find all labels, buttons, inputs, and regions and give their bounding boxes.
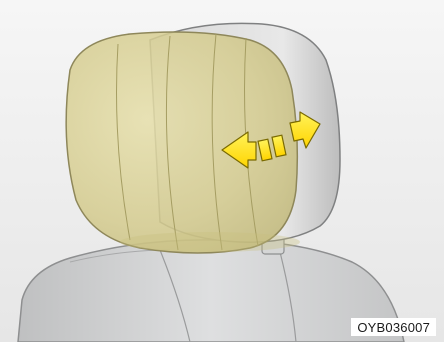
figure-code-label: OYB036007 <box>351 318 436 336</box>
